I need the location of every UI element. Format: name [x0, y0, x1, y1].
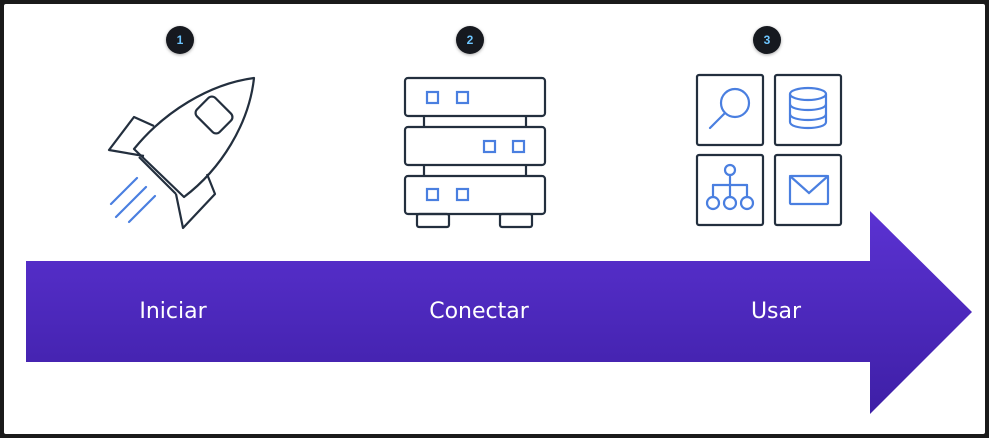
step-3-badge: 3 — [753, 26, 781, 54]
diagram-canvas: 1 2 3 — [4, 4, 985, 434]
progress-arrow — [26, 211, 972, 414]
rocket-icon — [107, 76, 256, 230]
step-1-badge: 1 — [166, 26, 194, 54]
step-2-badge: 2 — [456, 26, 484, 54]
step-1-label: Iniciar — [139, 299, 207, 324]
step-2-label: Conectar — [429, 299, 529, 324]
services-grid-icon — [695, 73, 843, 227]
server-rack-icon — [403, 76, 547, 229]
step-3-label: Usar — [750, 299, 802, 324]
